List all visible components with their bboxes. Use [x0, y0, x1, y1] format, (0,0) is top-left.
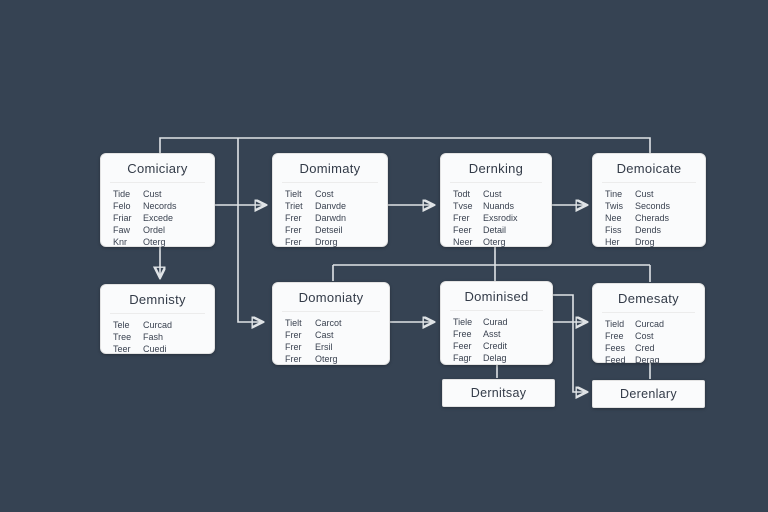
node-dernitsay: Dernitsay: [442, 379, 555, 407]
node-title: Domimaty: [299, 161, 361, 176]
node-title: Derenlary: [620, 387, 677, 401]
title-divider: [602, 312, 695, 313]
title-divider: [110, 313, 205, 314]
title-divider: [282, 182, 378, 183]
title-divider: [282, 311, 380, 312]
title-divider: [602, 182, 696, 183]
title-divider: [450, 310, 543, 311]
edge-dominised-derenlary: [553, 294, 586, 392]
edge-toprail-to-domoniaty: [237, 138, 262, 322]
title-divider: [110, 182, 205, 183]
node-title: Comiciary: [127, 161, 188, 176]
edge-dernking-fanout: [332, 247, 651, 282]
node-title: Demnisty: [129, 292, 186, 307]
node-derenlary: Derenlary: [592, 380, 705, 408]
node-title: Dernking: [468, 161, 524, 176]
node-title: Domoniaty: [298, 290, 364, 305]
node-title: Dernitsay: [470, 386, 527, 400]
edge-top-rail: [159, 137, 651, 153]
node-title: Demoicate: [616, 161, 682, 176]
title-divider: [450, 182, 542, 183]
node-title: Demesaty: [618, 291, 679, 306]
node-title: Dominised: [464, 289, 529, 304]
